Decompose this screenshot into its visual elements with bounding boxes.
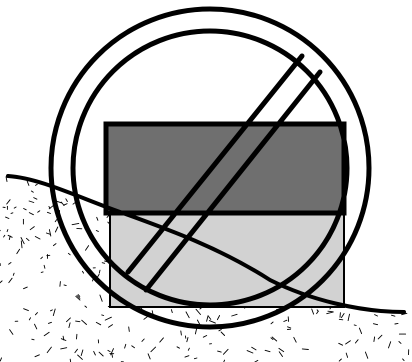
block-upper-part (106, 124, 344, 213)
soil-speckle (102, 263, 105, 264)
soil-speckle (41, 272, 43, 273)
soil-speckle (302, 349, 308, 350)
soil-speckle (339, 319, 343, 320)
soil-speckle (32, 339, 34, 340)
soil-speckle (102, 315, 104, 316)
soil-speckle (181, 331, 182, 335)
soil-speckle (129, 327, 130, 332)
soil-speckle (112, 354, 113, 357)
soil-speckle (60, 282, 61, 287)
soil-speckle (11, 213, 13, 214)
soil-speckle (395, 323, 398, 324)
soil-speckle (76, 321, 80, 322)
soil-speckle (328, 311, 333, 312)
soil-speckle (354, 325, 356, 326)
